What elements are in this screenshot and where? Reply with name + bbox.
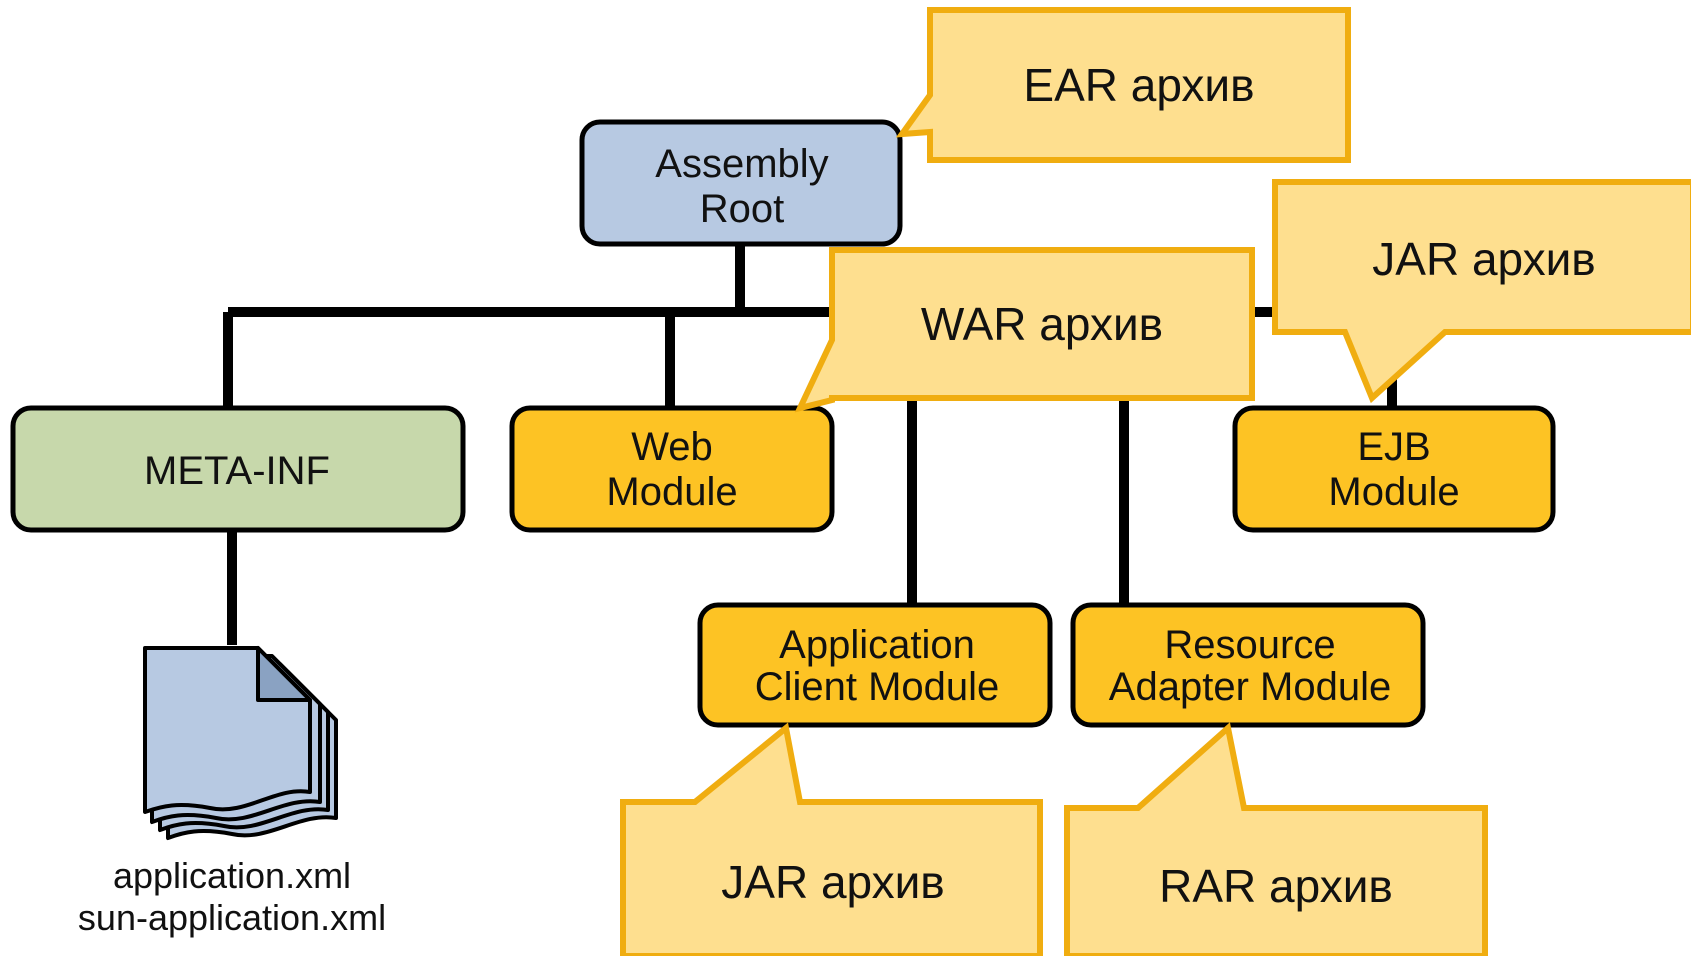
client-jar-archive-label: JAR архив: [721, 856, 944, 908]
assembly-root-label-line1: Assembly: [655, 142, 828, 186]
meta-inf-node: META-INF: [10, 405, 466, 533]
web-module-label-line2: Module: [606, 470, 737, 514]
document-stack-icon: [143, 646, 338, 840]
application-client-module-label-line2: Client Module: [755, 665, 1000, 709]
application-client-module-label-line1: Application: [779, 623, 975, 667]
meta-inf-label: META-INF: [144, 449, 330, 493]
sun-application-xml-label: sun-application.xml: [78, 897, 386, 938]
web-module-node: Web Module: [509, 405, 835, 533]
application-xml-label: application.xml: [113, 855, 351, 896]
ejb-module-label-line1: EJB: [1357, 425, 1430, 469]
ejb-jar-archive-callout: JAR архив: [1272, 179, 1691, 404]
rar-archive-label: RAR архив: [1159, 860, 1393, 912]
resource-adapter-module-label-line2: Adapter Module: [1109, 665, 1391, 709]
client-jar-archive-callout: JAR архив: [620, 722, 1043, 956]
assembly-root-label-line2: Root: [700, 187, 785, 231]
war-archive-callout: WAR архив: [794, 247, 1255, 413]
war-archive-label: WAR архив: [921, 298, 1163, 350]
ejb-jar-archive-label: JAR архив: [1372, 233, 1595, 285]
assembly-root-node: Assembly Root: [579, 119, 903, 247]
ejb-module-label-line2: Module: [1328, 470, 1459, 514]
ear-archive-label: EAR архив: [1023, 59, 1254, 111]
ejb-module-node: EJB Module: [1232, 405, 1556, 533]
application-client-module-node: Application Client Module: [697, 602, 1053, 728]
resource-adapter-module-node: Resource Adapter Module: [1070, 602, 1426, 728]
rar-archive-callout: RAR архив: [1064, 722, 1488, 956]
web-module-label-line1: Web: [631, 425, 713, 469]
resource-adapter-module-label-line1: Resource: [1164, 623, 1335, 667]
ear-archive-callout: EAR архив: [895, 7, 1351, 163]
